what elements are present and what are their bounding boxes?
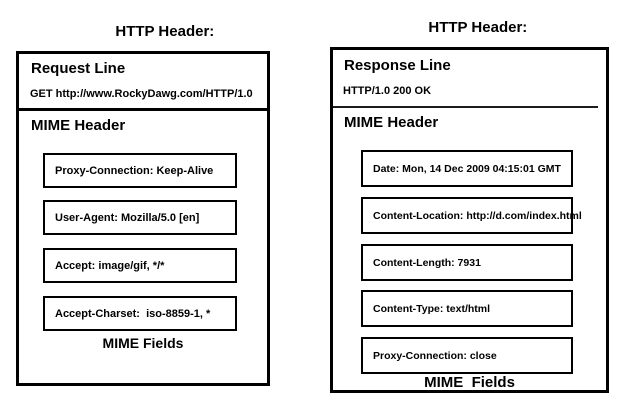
mime-field-label: Accept: image/gif, */*: [55, 259, 165, 272]
section-divider: [19, 108, 267, 111]
mime-fields-label: MIME Fields: [102, 335, 184, 351]
section-divider: [333, 106, 598, 108]
response-example-panel: HTTP Header: Response Example Response L…: [313, 0, 626, 401]
response-title-line1: HTTP Header:: [428, 19, 528, 36]
mime-field-label: Accept-Charset: iso-8859-1, *: [55, 307, 211, 320]
mime-field-box: Date: Mon, 14 Dec 2009 04:15:01 GMT: [361, 150, 573, 187]
mime-header-heading: MIME Header: [344, 114, 439, 131]
mime-field-box: Proxy-Connection: close: [361, 337, 573, 374]
request-line-value: GET http://www.RockyDawg.com/HTTP/1.0: [30, 88, 253, 100]
mime-header-heading: MIME Header: [31, 117, 126, 134]
mime-field-box: Content-Location: http://d.com/index.htm…: [361, 197, 582, 234]
response-line-value: HTTP/1.0 200 OK: [343, 85, 432, 97]
mime-field-box: Content-Length: 7931: [361, 244, 573, 281]
mime-field-box: Accept-Charset: iso-8859-1, *: [43, 296, 237, 331]
response-line-heading: Response Line: [344, 57, 451, 74]
mime-fields-label: MIME Fields: [424, 374, 515, 391]
request-title-line1: HTTP Header:: [115, 23, 215, 40]
response-header-box: Response Line HTTP/1.0 200 OK MIME Heade…: [330, 47, 609, 393]
mime-field-label: Content-Location: http://d.com/index.htm…: [373, 209, 582, 222]
mime-field-box: Content-Type: text/html: [361, 290, 573, 327]
request-line-heading: Request Line: [31, 60, 126, 77]
mime-field-box: Proxy-Connection: Keep-Alive: [43, 153, 237, 188]
request-header-box: Request Line GET http://www.RockyDawg.co…: [16, 51, 270, 386]
mime-field-label: Content-Type: text/html: [373, 302, 491, 315]
mime-field-label: Proxy-Connection: Keep-Alive: [55, 164, 214, 177]
mime-field-label: Date: Mon, 14 Dec 2009 04:15:01 GMT: [373, 162, 561, 175]
mime-field-label: Proxy-Connection: close: [373, 349, 497, 362]
request-example-panel: HTTP Header: Request Example Request Lin…: [16, 23, 270, 386]
mime-field-box: Accept: image/gif, */*: [43, 248, 237, 283]
mime-field-box: User-Agent: Mozilla/5.0 [en]: [43, 200, 237, 235]
mime-field-label: User-Agent: Mozilla/5.0 [en]: [55, 211, 200, 224]
mime-field-label: Content-Length: 7931: [373, 256, 481, 269]
